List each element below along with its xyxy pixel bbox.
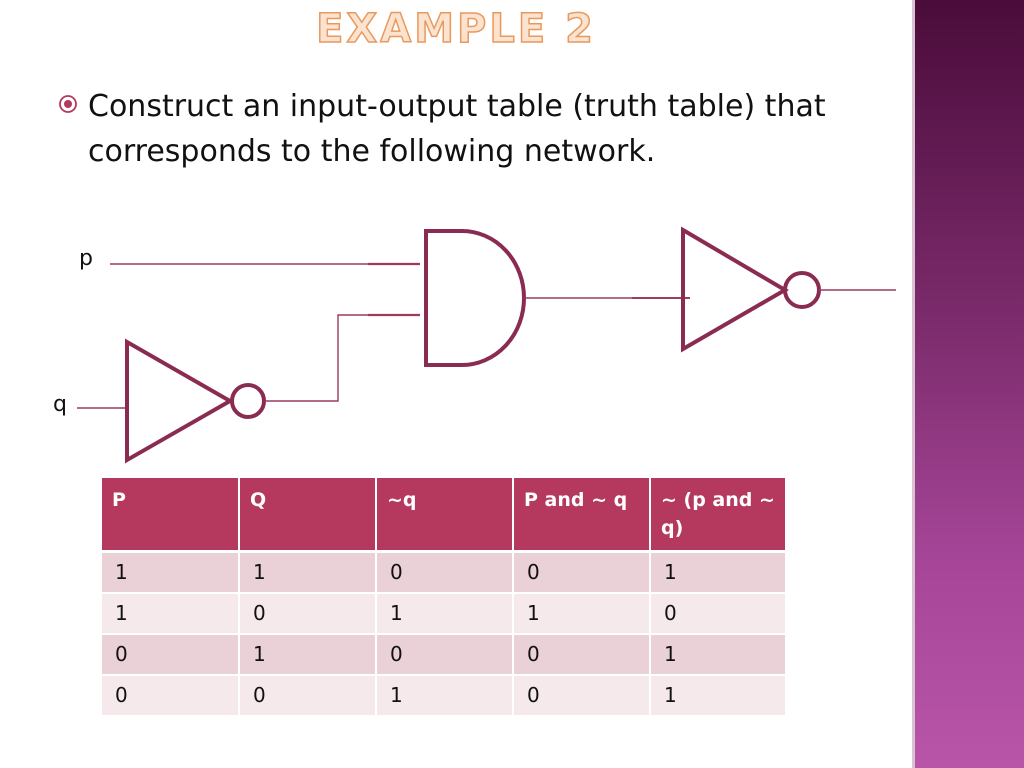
table-cell: 0 — [376, 551, 514, 594]
table-cell: 0 — [513, 674, 651, 717]
truth-table-header-row: P Q ~q P and ~ q ~ (p and ~ q) — [102, 478, 785, 553]
circle-dot-bullet-icon — [58, 84, 88, 118]
table-cell: 1 — [102, 551, 240, 594]
table-cell: 0 — [513, 551, 651, 594]
and-gate-icon — [424, 229, 526, 367]
bullet-text: Construct an input-output table (truth t… — [88, 89, 826, 169]
table-cell: 0 — [239, 674, 377, 717]
table-cell: 1 — [650, 633, 785, 676]
input-label-q: q — [53, 392, 67, 417]
table-cell: 0 — [376, 633, 514, 676]
table-row: 1 1 0 0 1 — [102, 551, 785, 594]
slide-title: EXAMPLE 2 — [315, 5, 596, 53]
logic-network-diagram — [77, 226, 896, 464]
wire-notq-to-and — [265, 313, 420, 402]
header-p: P — [102, 478, 240, 553]
input-label-p: p — [79, 246, 93, 271]
header-p-and-not-q: P and ~ q — [513, 478, 651, 553]
table-cell: 1 — [650, 551, 785, 594]
not-gate-q — [125, 338, 266, 464]
table-cell: 0 — [513, 633, 651, 676]
truth-table: P Q ~q P and ~ q ~ (p and ~ q) 1 1 0 0 1… — [102, 478, 785, 717]
not-gate-icon — [681, 226, 821, 353]
decorative-side-bar — [912, 0, 1024, 768]
table-cell: 1 — [650, 674, 785, 717]
table-cell: 1 — [376, 674, 514, 717]
table-cell: 1 — [239, 633, 377, 676]
header-not-q: ~q — [376, 478, 514, 553]
table-cell: 1 — [239, 551, 377, 594]
table-cell: 0 — [239, 592, 377, 635]
table-cell: 0 — [102, 674, 240, 717]
table-row: 1 0 1 1 0 — [102, 592, 785, 635]
table-cell: 0 — [102, 633, 240, 676]
table-cell: 1 — [376, 592, 514, 635]
table-row: 0 0 1 0 1 — [102, 674, 785, 717]
header-not-p-and-not-q: ~ (p and ~ q) — [650, 478, 785, 553]
table-cell: 0 — [650, 592, 785, 635]
bullet-item: Construct an input-output table (truth t… — [58, 84, 858, 174]
table-row: 0 1 0 0 1 — [102, 633, 785, 676]
table-cell: 1 — [102, 592, 240, 635]
table-cell: 1 — [513, 592, 651, 635]
header-q: Q — [239, 478, 377, 553]
